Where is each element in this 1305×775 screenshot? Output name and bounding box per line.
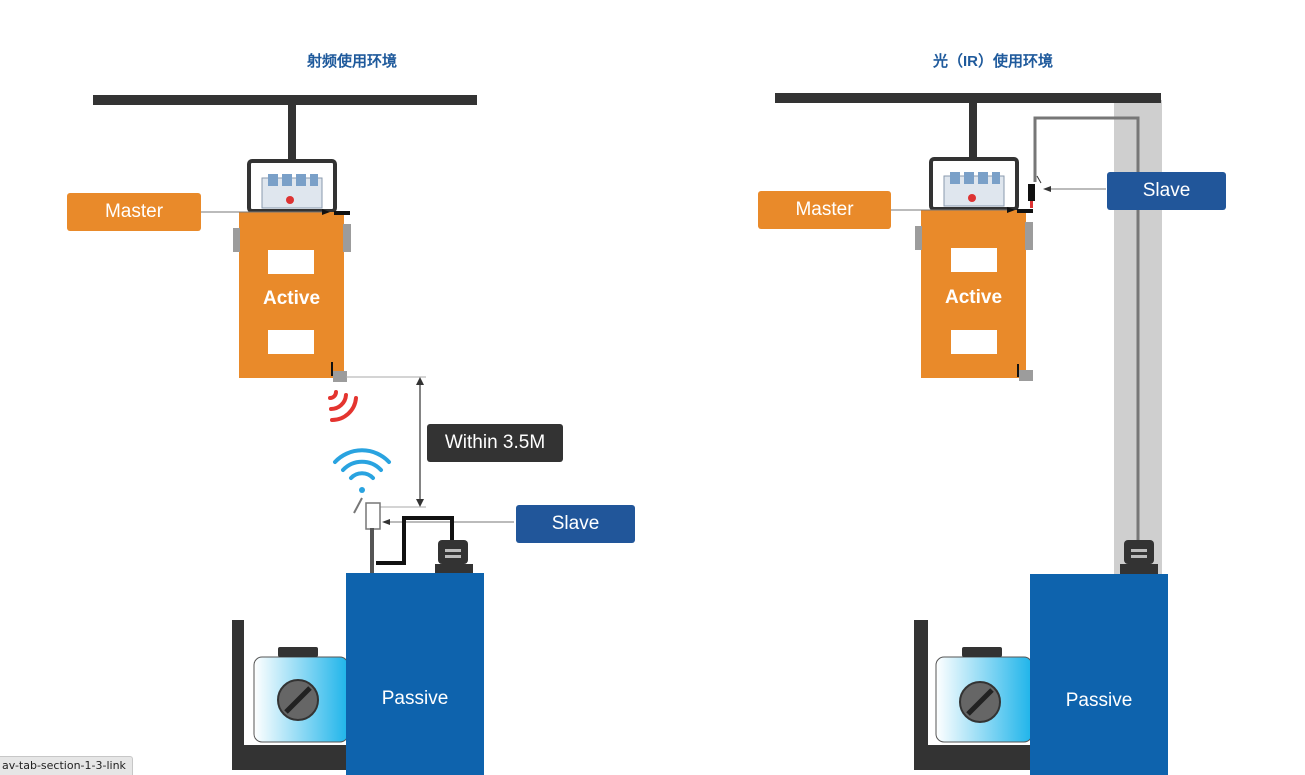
right-passive-device [1030,574,1168,775]
left-side-latch-r [343,224,351,252]
left-slave-label: Slave [516,505,635,543]
right-panel-title: 光（IR）使用环境 [932,53,1054,70]
left-passive-label: Passive [381,688,449,709]
left-machine-frame [232,620,348,770]
left-rf-module [333,371,347,382]
left-passive-device [346,573,484,775]
right-master-label: Master [758,191,891,229]
right-master-connector [1017,209,1033,213]
left-connector-plug [435,540,473,573]
right-active-window-bottom [951,330,997,354]
left-diagram [93,95,514,775]
right-active-window-top [951,248,997,272]
left-wifi-signal-icon [333,448,391,493]
right-machine-frame [914,620,1032,770]
left-side-latch-l [233,228,240,252]
right-tool-changer-icon [943,172,1005,207]
left-active-window-bottom [268,330,314,354]
left-active-window-top [268,250,314,274]
left-tool-changer-icon [261,174,323,209]
left-slave-cable [376,516,454,565]
left-active-label: Active [262,288,321,309]
left-master-connector [334,211,350,215]
left-rail-hanger [288,105,296,163]
status-bar-link-preview: av-tab-section-1-3-link [0,756,133,775]
right-overhead-rail [775,93,1161,103]
left-panel-title: 射频使用环境 [306,53,398,70]
right-ir-sensor [1028,175,1042,208]
right-ir-path [1033,116,1140,540]
left-rf-signal-icon [328,390,358,423]
left-distance-label: Within 3.5M [427,424,563,462]
right-connector-plug [1120,540,1158,574]
right-rail-hanger [969,103,977,161]
left-master-label: Master [67,193,201,231]
right-slave-label: Slave [1107,172,1226,210]
right-passive-label: Passive [1065,690,1133,711]
left-rf-antenna [331,362,333,376]
left-overhead-rail [93,95,477,105]
right-active-label: Active [944,287,1003,308]
